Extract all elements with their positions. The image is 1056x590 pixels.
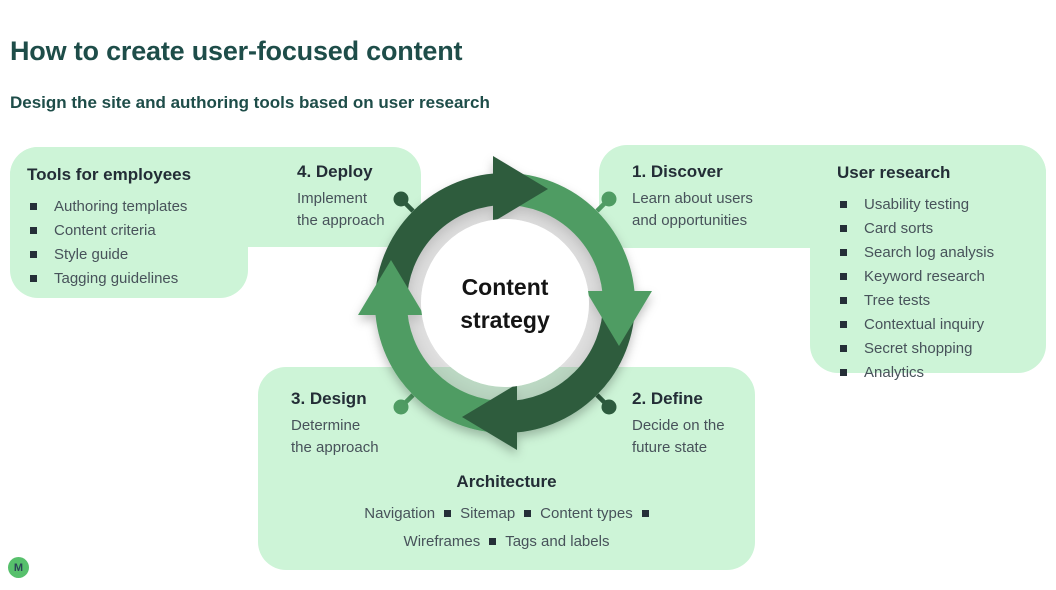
center-label-line: strategy bbox=[460, 307, 550, 333]
step-discover-title: 1. Discover bbox=[632, 162, 723, 181]
square-bullet-icon bbox=[840, 273, 847, 280]
connector-dot bbox=[601, 399, 617, 415]
connector-dot bbox=[393, 191, 409, 207]
step-desc-line: Determine bbox=[291, 417, 361, 434]
list-item: Content criteria bbox=[30, 222, 241, 239]
square-bullet-icon bbox=[641, 510, 649, 517]
list-item: Style guide bbox=[30, 246, 241, 263]
list-item: Tree tests bbox=[840, 292, 1037, 309]
architecture-row-2: Wireframes Tags and labels bbox=[258, 533, 755, 550]
page-subtitle: Design the site and authoring tools base… bbox=[10, 93, 490, 112]
list-item-label: Content criteria bbox=[54, 222, 156, 239]
step-discover-desc: Learn about users and opportunities bbox=[632, 188, 753, 232]
m-logo-letter: M bbox=[13, 561, 24, 574]
square-bullet-icon bbox=[30, 203, 37, 210]
step-design-title: 3. Design bbox=[291, 389, 367, 408]
step-define: 2. Define Decide on the future state bbox=[632, 389, 725, 459]
architecture-title: Architecture bbox=[456, 472, 557, 491]
list-item: Tagging guidelines bbox=[30, 270, 241, 287]
list-item: Secret shopping bbox=[840, 340, 1037, 357]
list-item: Search log analysis bbox=[840, 244, 1037, 261]
connector-design bbox=[393, 393, 415, 415]
center-white-circle bbox=[421, 219, 589, 387]
list-item-label: Keyword research bbox=[864, 268, 985, 285]
research-panel-title: User research bbox=[837, 163, 951, 182]
connector-deploy bbox=[393, 191, 415, 213]
center-label-line: Content bbox=[461, 274, 549, 300]
list-item-label: Card sorts bbox=[864, 220, 934, 237]
list-item-label: Authoring templates bbox=[54, 198, 188, 215]
step-desc-line: Decide on the bbox=[632, 417, 725, 434]
list-item-label: Usability testing bbox=[864, 196, 970, 213]
list-item-label: Contextual inquiry bbox=[864, 316, 985, 333]
step-design-desc: Determine the approach bbox=[291, 415, 379, 459]
list-item-label: Style guide bbox=[54, 246, 129, 263]
list-item: Usability testing bbox=[840, 196, 1037, 213]
connector-define bbox=[595, 393, 617, 415]
list-item-label: Secret shopping bbox=[864, 340, 973, 357]
step-desc-line: the approach bbox=[297, 212, 385, 229]
square-bullet-icon bbox=[840, 321, 847, 328]
square-bullet-icon bbox=[840, 345, 847, 352]
step-define-desc: Decide on the future state bbox=[632, 415, 725, 459]
tools-panel-title: Tools for employees bbox=[27, 165, 192, 184]
step-desc-line: future state bbox=[632, 439, 708, 456]
research-panel-content: User research Usability testing Card sor… bbox=[837, 163, 1037, 388]
arrowhead-bottom-icon bbox=[462, 384, 517, 450]
step-design: 3. Design Determine the approach bbox=[291, 389, 379, 459]
list-item: Contextual inquiry bbox=[840, 316, 1037, 333]
m-logo: M bbox=[8, 557, 29, 578]
content-strategy-cycle-diagram bbox=[358, 156, 652, 450]
square-bullet-icon bbox=[840, 297, 847, 304]
square-bullet-icon bbox=[30, 275, 37, 282]
step-deploy: 4. Deploy Implement the approach bbox=[297, 162, 385, 232]
list-item-label: Tree tests bbox=[864, 292, 931, 309]
step-deploy-title: 4. Deploy bbox=[297, 162, 373, 181]
square-bullet-icon bbox=[444, 510, 452, 517]
architecture-content: Architecture Navigation Sitemap Content … bbox=[258, 472, 755, 550]
step-deploy-desc: Implement the approach bbox=[297, 188, 385, 232]
step-desc-line: the approach bbox=[291, 439, 379, 456]
architecture-row-1: Navigation Sitemap Content types bbox=[258, 505, 755, 522]
tools-panel-content: Tools for employees Authoring templates … bbox=[27, 165, 241, 294]
list-item-label: Search log analysis bbox=[864, 244, 995, 261]
step-define-title: 2. Define bbox=[632, 389, 703, 408]
arrowhead-left-icon bbox=[358, 260, 424, 315]
square-bullet-icon bbox=[840, 225, 847, 232]
square-bullet-icon bbox=[840, 369, 847, 376]
list-item: Keyword research bbox=[840, 268, 1037, 285]
arrowhead-top-icon bbox=[493, 156, 548, 222]
square-bullet-icon bbox=[489, 538, 497, 545]
architecture-item: Wireframes bbox=[403, 533, 481, 550]
architecture-item: Tags and labels bbox=[505, 533, 610, 550]
list-item: Analytics bbox=[840, 364, 1037, 381]
research-list: Usability testing Card sorts Search log … bbox=[840, 196, 1037, 381]
square-bullet-icon bbox=[524, 510, 532, 517]
tools-list: Authoring templates Content criteria Sty… bbox=[30, 198, 241, 287]
square-bullet-icon bbox=[840, 201, 847, 208]
step-desc-line: and opportunities bbox=[632, 212, 748, 229]
connector-dot bbox=[601, 191, 617, 207]
architecture-item: Sitemap bbox=[460, 505, 516, 522]
square-bullet-icon bbox=[30, 251, 37, 258]
step-desc-line: Learn about users bbox=[632, 190, 753, 207]
architecture-item: Navigation bbox=[364, 505, 436, 522]
arrowhead-right-icon bbox=[586, 291, 652, 346]
step-discover: 1. Discover Learn about users and opport… bbox=[632, 162, 753, 232]
tools-panel bbox=[10, 147, 248, 298]
research-panel bbox=[810, 145, 1046, 373]
architecture-item: Content types bbox=[540, 505, 633, 522]
square-bullet-icon bbox=[840, 249, 847, 256]
list-item-label: Tagging guidelines bbox=[54, 270, 179, 287]
connector-discover bbox=[595, 191, 617, 213]
list-item: Card sorts bbox=[840, 220, 1037, 237]
list-item-label: Analytics bbox=[864, 364, 925, 381]
square-bullet-icon bbox=[30, 227, 37, 234]
list-item: Authoring templates bbox=[30, 198, 241, 215]
center-label: Content strategy bbox=[405, 271, 605, 337]
connector-dot bbox=[393, 399, 409, 415]
page-title: How to create user-focused content bbox=[10, 36, 463, 66]
step-desc-line: Implement bbox=[297, 190, 368, 207]
